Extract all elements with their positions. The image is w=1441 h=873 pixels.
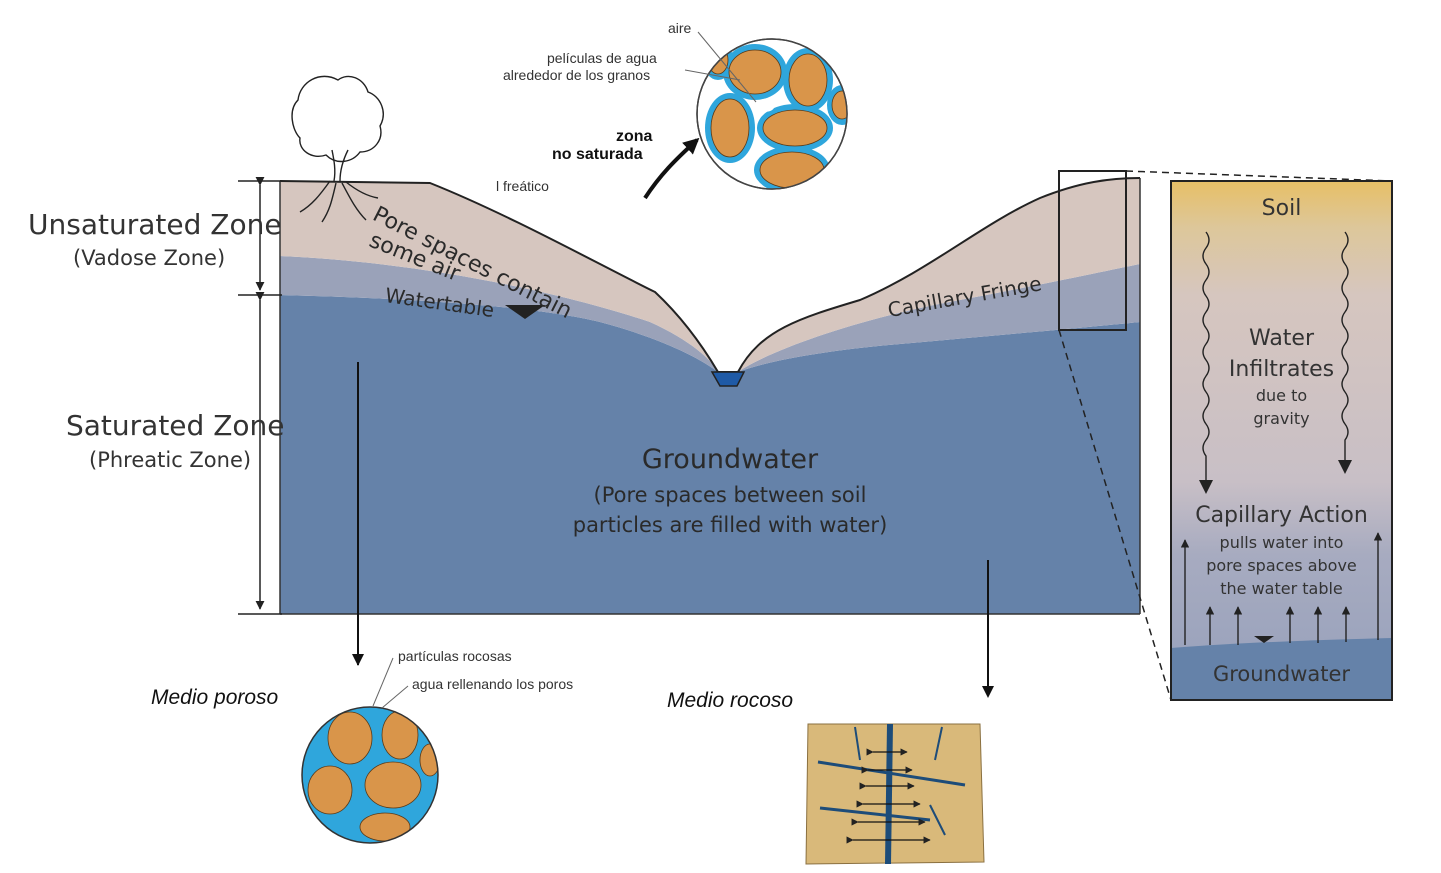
zoom-box: [1058, 170, 1127, 331]
zone-brackets: [238, 176, 282, 615]
freatico-label: l freático: [496, 178, 549, 194]
panel-gravity-label: gravity: [1253, 409, 1310, 428]
watertable-symbol: [505, 305, 545, 319]
panel-pulls-line2: pore spaces above: [1206, 556, 1357, 575]
zona-label-line1: zona: [616, 128, 653, 145]
cross-section: [279, 177, 1141, 615]
medio-rocoso-caption: Medio rocoso: [667, 689, 794, 712]
saturated-zone-title: Saturated Zone: [66, 409, 285, 442]
inset-porous-medium: [301, 362, 439, 844]
aire-label: aire: [668, 20, 692, 36]
tree-icon: [291, 75, 384, 223]
groundwater-desc-line2: particles are filled with water): [572, 513, 888, 537]
saturated-zone-area: [280, 295, 1140, 614]
panel-water-label: Water: [1248, 326, 1315, 351]
unsaturated-soil-right: [738, 178, 1140, 372]
capillary-fringe-band: [280, 256, 718, 372]
panel-groundwater-label: Groundwater: [1212, 662, 1351, 686]
unsaturated-zone-subtitle: (Vadose Zone): [73, 246, 226, 270]
unsaturated-zone-title: Unsaturated Zone: [28, 208, 282, 241]
inset-unsaturated-pores: [643, 31, 848, 200]
particulas-label: partículas rocosas: [398, 648, 512, 664]
panel-pulls-line1: pulls water into: [1219, 533, 1344, 552]
side-panel: [1170, 180, 1393, 701]
panel-capillary-action-label: Capillary Action: [1195, 503, 1368, 528]
panel-infiltrates-label: Infiltrates: [1228, 357, 1335, 382]
peliculas-label-line1: películas de agua: [547, 50, 657, 66]
agua-label: agua rellenando los poros: [412, 676, 574, 692]
stream: [710, 371, 746, 387]
panel-pulls-line3: the water table: [1220, 579, 1343, 598]
groundwater-title: Groundwater: [641, 444, 819, 475]
unsaturated-soil-left: [280, 181, 718, 372]
panel-due-to-label: due to: [1255, 386, 1308, 405]
capillary-fringe-band-right: [738, 264, 1140, 372]
zona-label-line2: no saturada: [552, 146, 643, 163]
inset-rock-medium: [805, 560, 994, 865]
ground-surface-line: [279, 177, 1141, 373]
panel-soil-label: Soil: [1261, 196, 1302, 221]
medio-poroso-caption: Medio poroso: [151, 686, 279, 709]
groundwater-desc-line1: (Pore spaces between soil: [593, 483, 867, 507]
peliculas-label-line2: alrededor de los granos: [503, 67, 651, 83]
saturated-zone-subtitle: (Phreatic Zone): [89, 448, 252, 472]
